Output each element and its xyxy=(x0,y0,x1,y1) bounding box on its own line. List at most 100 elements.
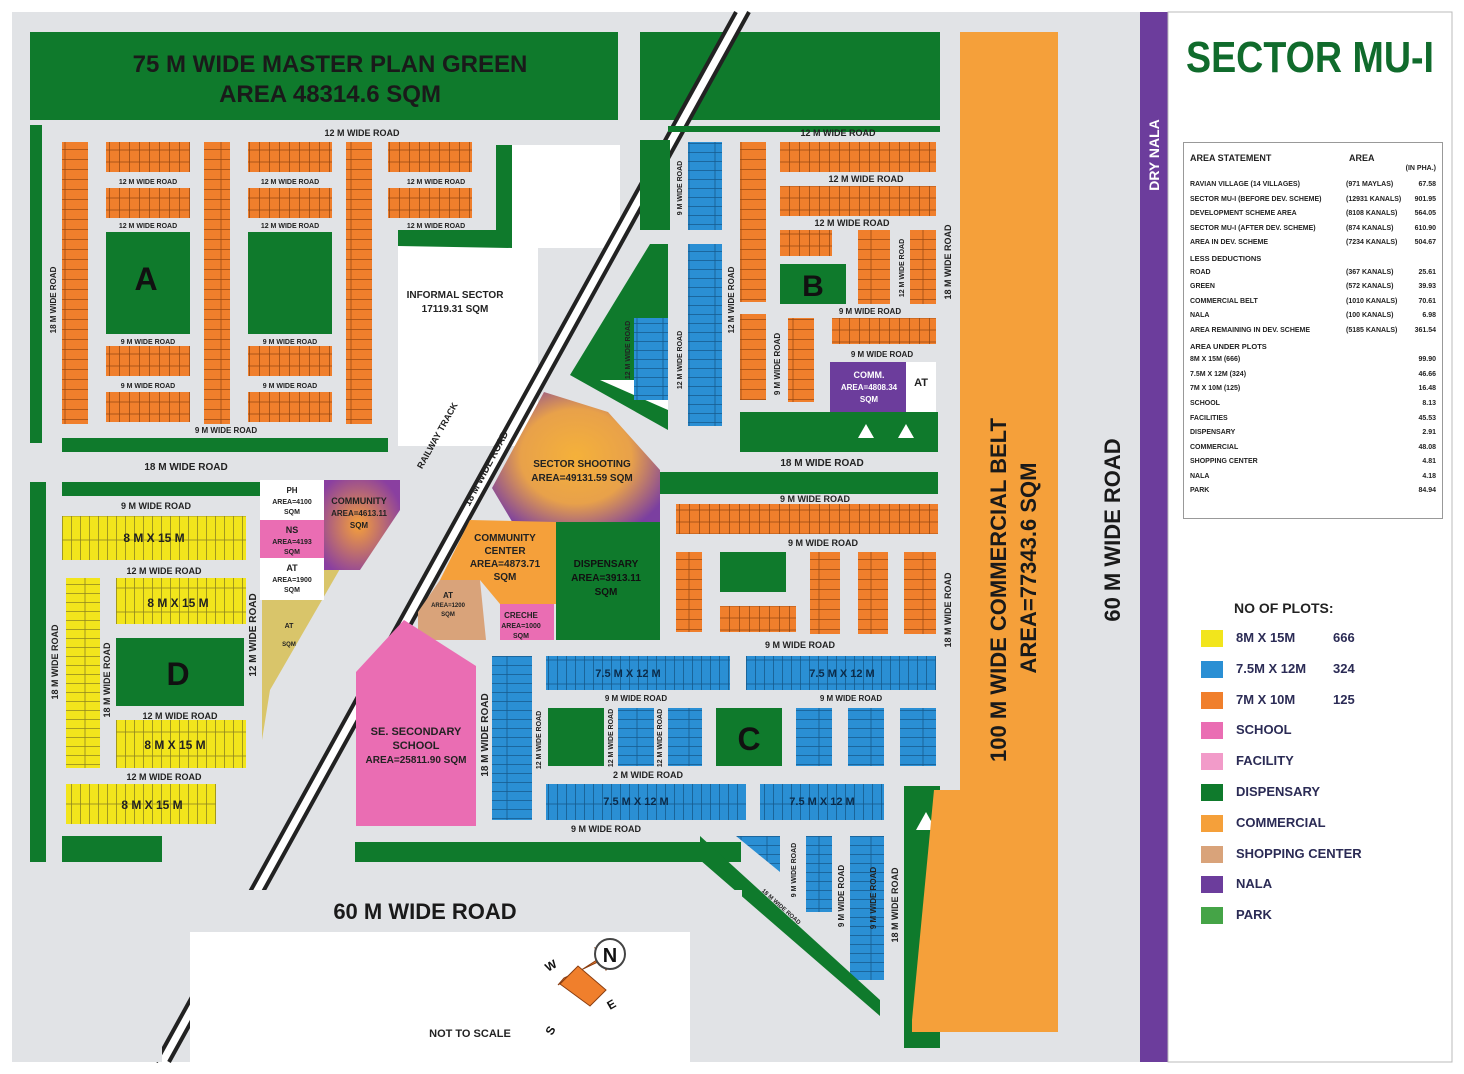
road-label: 12 M WIDE ROAD xyxy=(261,179,319,186)
plot-blue-label-4: 7.5 M X 12 M xyxy=(789,796,854,808)
green-left-strip xyxy=(30,125,42,443)
at-small-label-1: AT xyxy=(443,591,453,600)
road-60-horizontal-label: 60 M WIDE ROAD xyxy=(333,899,516,924)
park-a2 xyxy=(248,232,332,334)
legend-swatch xyxy=(1201,845,1223,863)
area-row-label: RAVIAN VILLAGE (14 VILLAGES) xyxy=(1190,181,1300,188)
area-row-label: FACILITIES xyxy=(1190,414,1228,422)
comm-label-2: AREA=4808.34 xyxy=(841,383,898,392)
park-a xyxy=(106,232,190,334)
area-row: DEVELOPMENT SCHEME AREA(8108 KANALS)564.… xyxy=(1189,210,1436,225)
road-label: 18 M WIDE ROAD xyxy=(50,624,60,700)
area-row: AREA REMAINING IN DEV. SCHEME(5185 KANAL… xyxy=(1189,327,1436,342)
block-south xyxy=(700,786,940,1048)
road-60-vertical-label: 60 M WIDE ROAD xyxy=(1100,438,1125,621)
informal-sector-top xyxy=(512,145,620,248)
at-small-label-2: AREA=1200 xyxy=(431,603,466,609)
ph-label-2: AREA=4100 xyxy=(272,499,312,506)
area-statement-header-area: AREA xyxy=(1349,153,1375,163)
area-row-kanals: (1010 KANALS) xyxy=(1346,297,1398,305)
road-label: 12 M WIDE ROAD xyxy=(248,593,259,676)
area-statement-rows: RAVIAN VILLAGE (14 VILLAGES)(971 MAYLAS)… xyxy=(1189,181,1436,502)
road-label: 9 M WIDE ROAD xyxy=(605,694,667,703)
master-plan-green xyxy=(30,32,618,120)
community-center-label-1: COMMUNITY xyxy=(474,533,536,544)
area-row-value: 6.98 xyxy=(1422,312,1436,320)
area-row-kanals: (572 KANALS) xyxy=(1346,283,1394,291)
area-row: 7.5M X 12M (324) 46.66 xyxy=(1189,371,1436,386)
legend-item-name: 8M X 15M xyxy=(1236,630,1296,645)
road-label: 12 M WIDE ROAD xyxy=(800,128,876,138)
road-label: 12 M WIDE ROAD xyxy=(727,266,736,333)
community-label-2: AREA=4613.11 xyxy=(331,509,387,518)
creche-label-3: SQM xyxy=(513,633,529,640)
school-label-1: SE. SECONDARY xyxy=(371,726,462,738)
community-center-label-2: CENTER xyxy=(484,546,526,557)
master-plan-green-label-1: 75 M WIDE MASTER PLAN GREEN xyxy=(133,51,528,78)
community-label-1: COMMUNITY xyxy=(331,496,387,506)
school-label-2: SCHOOL xyxy=(392,740,439,752)
road-label: 12 M WIDE ROAD xyxy=(126,566,202,576)
legend-item-name: SCHOOL xyxy=(1236,722,1292,738)
road-label: 12 M WIDE ROAD xyxy=(407,223,465,230)
road-label: 12 M WIDE ROAD xyxy=(899,239,906,297)
commercial-belt-label-2: AREA=77343.6 SQM xyxy=(1016,463,1041,674)
school-label-3: AREA=25811.90 SQM xyxy=(366,755,467,766)
area-row-value: 610.90 xyxy=(1414,224,1436,232)
road-label: 18 M WIDE ROAD xyxy=(890,867,900,943)
road-label: 18 M WIDE ROAD xyxy=(480,693,491,776)
at-small-label-3: SQM xyxy=(441,612,455,618)
road-label: 12 M WIDE ROAD xyxy=(126,772,202,782)
comm-label-3: SQM xyxy=(860,395,879,404)
master-plan-green-label-2: AREA 48314.6 SQM xyxy=(219,81,441,108)
not-to-scale-label: NOT TO SCALE xyxy=(429,1028,511,1040)
area-row-label: ROAD xyxy=(1190,268,1211,276)
road-label: 18 M WIDE ROAD xyxy=(780,458,863,469)
ns-label-3: SQM xyxy=(284,549,300,556)
road-label: 9 M WIDE ROAD xyxy=(869,867,878,929)
area-row-value: 45.53 xyxy=(1418,414,1436,422)
at-diag-label-2: SQM xyxy=(282,642,296,648)
area-row: GREEN(572 KANALS)39.93 xyxy=(1189,283,1436,298)
road-label: 9 M WIDE ROAD xyxy=(773,333,782,395)
plot-blue-label-2: 7.5 M X 12 M xyxy=(809,668,874,680)
area-row-label: SHOPPING CENTER xyxy=(1190,458,1258,466)
road-label: 18 M WIDE ROAD xyxy=(144,462,227,473)
ns-label-1: NS xyxy=(286,525,299,535)
area-row-label: SECTOR MU-I (BEFORE DEV. SCHEME) xyxy=(1190,195,1322,203)
area-row-label: AREA REMAINING IN DEV. SCHEME xyxy=(1190,326,1311,334)
area-row-label: 7.5M X 12M (324) xyxy=(1190,370,1247,378)
area-row: RAVIAN VILLAGE (14 VILLAGES)(971 MAYLAS)… xyxy=(1189,181,1436,196)
area-row-label: GREEN xyxy=(1190,283,1215,291)
legend-item: COMMERCIAL xyxy=(1198,813,1448,844)
dry-nala-label: DRY NALA xyxy=(1146,119,1162,191)
legend-item-name: COMMERCIAL xyxy=(1236,814,1326,830)
community-label-3: SQM xyxy=(350,521,369,530)
legend-item-name: FACILITY xyxy=(1236,753,1294,769)
area-row: SECTOR MU-I (BEFORE DEV. SCHEME)(12931 K… xyxy=(1189,196,1436,211)
road-label: 9 M WIDE ROAD xyxy=(263,339,317,346)
legend-title: NO OF PLOTS: xyxy=(1234,600,1334,616)
legend-item: DISPENSARY xyxy=(1198,782,1448,813)
area-row-value: 46.66 xyxy=(1418,370,1436,378)
legend-item-name: PARK xyxy=(1236,907,1272,923)
road-labels: 12 M WIDE ROAD 12 M WIDE ROAD 12 M WIDE … xyxy=(49,128,953,943)
area-row-value: 4.81 xyxy=(1422,458,1436,466)
legend-swatch xyxy=(1201,876,1223,894)
road-label: 9 M WIDE ROAD xyxy=(765,640,836,650)
page-title: SECTOR MU-I xyxy=(1186,33,1434,82)
commercial-belt-label-1: 100 M WIDE COMMERCIAL BELT xyxy=(986,418,1011,762)
at-b-plot xyxy=(906,362,936,412)
area-row: AREA UNDER PLOTS xyxy=(1189,342,1436,357)
ph-label-1: PH xyxy=(286,486,297,495)
road-label: 12 M WIDE ROAD xyxy=(119,223,177,230)
secondary-school xyxy=(356,620,476,826)
plot-yellow-label-1: 8 M X 15 M xyxy=(123,531,184,545)
comm-plot xyxy=(830,362,906,412)
at-diag-label-1: AT xyxy=(285,623,295,630)
road-label: 12 M WIDE ROAD xyxy=(119,179,177,186)
